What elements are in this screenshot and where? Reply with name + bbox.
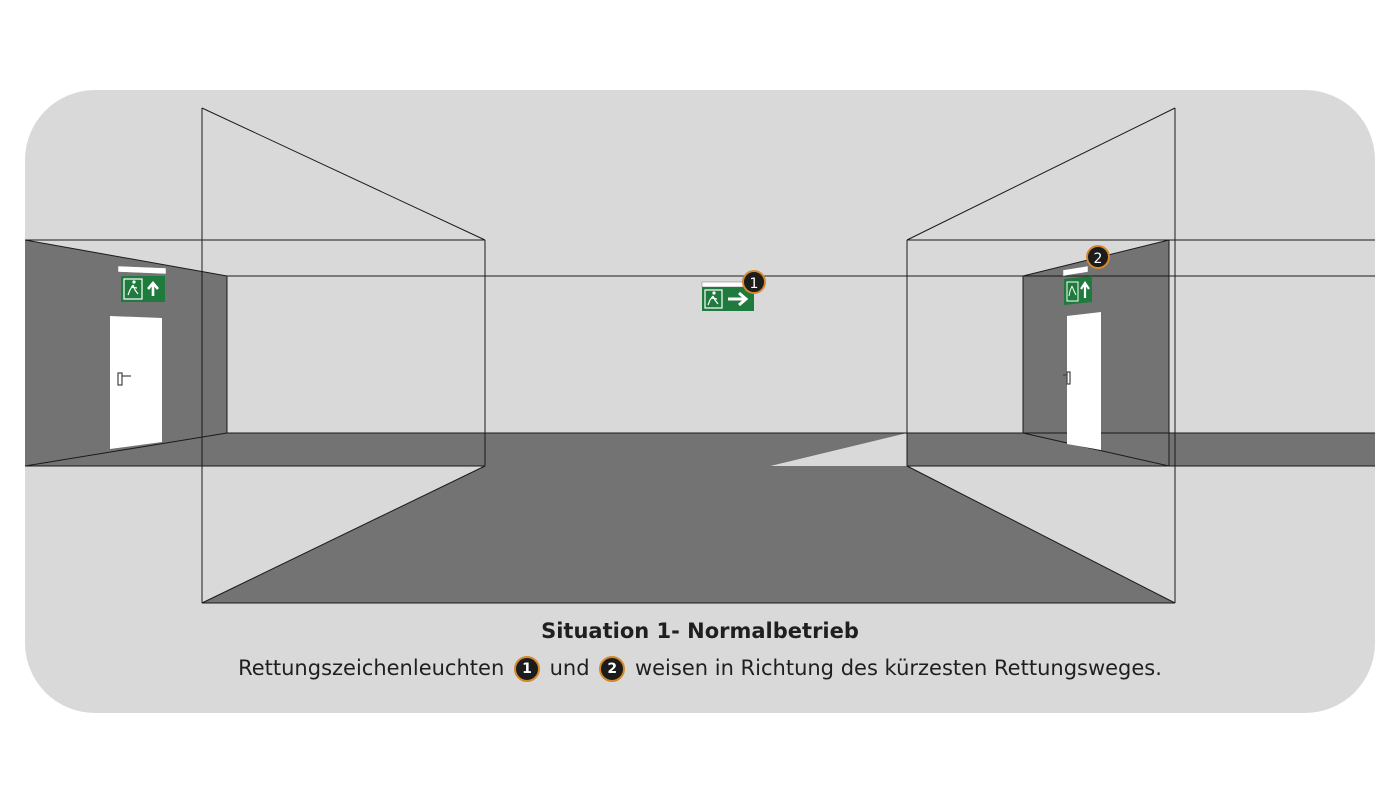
center-exit-sign xyxy=(701,281,755,311)
outline-lines xyxy=(25,107,1375,604)
sign-2-label: 2 xyxy=(1094,251,1103,267)
left-door-handle xyxy=(117,372,131,386)
caption-text-after: weisen in Richtung des kürzesten Rettung… xyxy=(634,656,1162,680)
scene-geometry: 1 2 xyxy=(25,107,1375,604)
caption-text-before: Rettungszeichenleuchten xyxy=(238,656,505,680)
sign-1-label: 1 xyxy=(750,276,759,292)
right-door-handle xyxy=(1063,371,1071,385)
sign-1-badge: 1 xyxy=(742,270,766,294)
right-door xyxy=(1067,312,1101,450)
left-exit-sign xyxy=(117,265,167,302)
caption-text: Rettungszeichenleuchten 1 und 2 weisen i… xyxy=(25,656,1375,682)
left-corridor-floor-edge xyxy=(25,433,485,466)
caption-badge-1: 1 xyxy=(513,656,540,682)
caption-badge-2: 2 xyxy=(599,656,626,682)
right-exit-sign xyxy=(1062,265,1092,305)
sign-2-badge: 2 xyxy=(1086,245,1110,269)
right-corridor-floor xyxy=(907,433,1375,466)
caption-text-middle: und xyxy=(549,656,590,680)
caption-title: Situation 1- Normalbetrieb xyxy=(541,619,859,643)
left-door xyxy=(110,316,162,449)
floor-center xyxy=(202,466,1175,603)
